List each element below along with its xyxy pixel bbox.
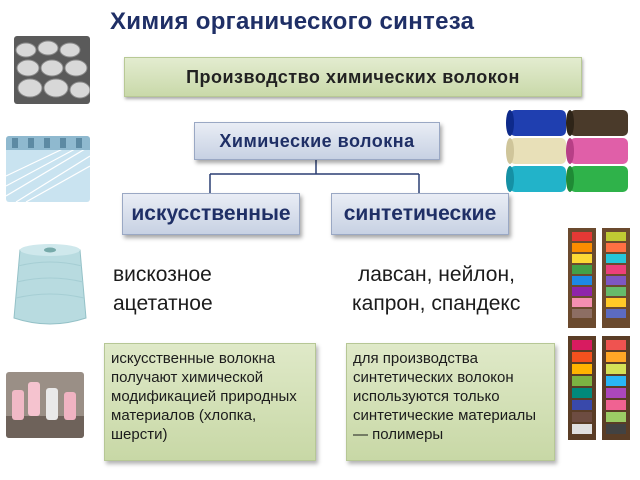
page-title: Химия органического синтеза <box>110 8 475 35</box>
example-item: лавсан, нейлон, <box>358 263 515 286</box>
section-banner: Производство химических волокон <box>124 57 582 97</box>
branch-synthetic: синтетические <box>331 193 509 235</box>
textile-machine-photo <box>6 136 90 202</box>
spools-photo <box>14 36 90 104</box>
example-item: капрон, спандекс <box>352 292 521 315</box>
thread-rack-photo-2 <box>566 334 634 442</box>
root-node: Химические волокна <box>194 122 440 160</box>
branch-artificial: искусственные <box>122 193 300 235</box>
yarn-cone-photo <box>6 236 94 332</box>
artificial-examples: вискозное ацетатное <box>113 260 213 318</box>
colored-spools-photo <box>504 104 634 196</box>
thread-rack-photo <box>566 226 634 330</box>
synthetic-examples: лавсан, нейлон, капрон, спандекс <box>352 260 520 318</box>
example-item: ацетатное <box>113 292 213 315</box>
bobbins-photo <box>6 372 84 438</box>
example-item: вискозное <box>113 263 212 286</box>
synthetic-note: для производства синтетических волокон и… <box>346 343 555 461</box>
artificial-note: искусственные волокна получают химическо… <box>104 343 316 461</box>
